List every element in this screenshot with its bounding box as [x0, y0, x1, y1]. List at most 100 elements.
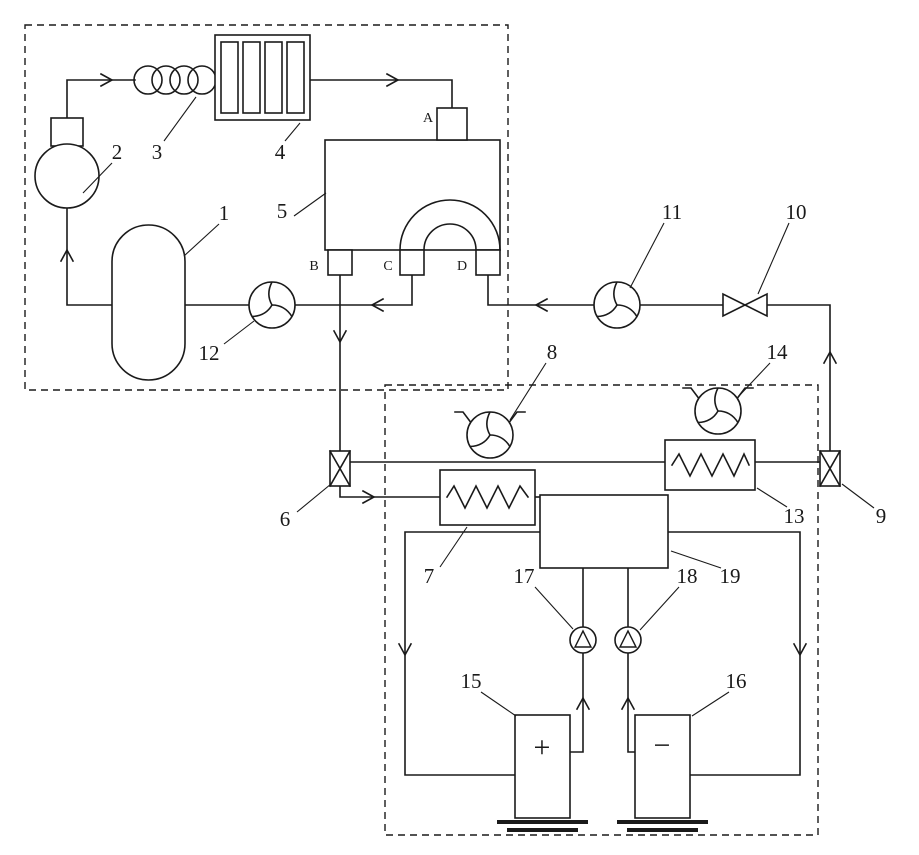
compressor-head: [50, 117, 84, 147]
leader-12: [223, 320, 255, 345]
electrode-tank-15-body: [514, 714, 571, 819]
accumulator-tank: [111, 224, 186, 381]
component-labels: 1 2 3 4 5 6 7 8 9 10 11 12 13 14 15 16 1…: [112, 140, 887, 693]
heat-exchanger-13-coil: [670, 452, 751, 478]
negative-sign: −: [654, 729, 671, 762]
flow-arrow-up: [575, 696, 591, 711]
flow-arrow-right: [99, 72, 114, 88]
leader-10: [757, 222, 790, 295]
pump-17: [569, 626, 597, 654]
label-17: 17: [514, 564, 535, 588]
flow-arrow-up: [59, 248, 75, 263]
leader-16: [691, 691, 730, 717]
flow-arrow-right: [385, 72, 400, 88]
electrode-tank-negative-16: −: [617, 714, 708, 832]
fan-14-bracket-left: [682, 387, 702, 402]
heat-exchanger-13: [664, 439, 756, 491]
leader-9: [841, 483, 875, 509]
leader-15: [480, 691, 517, 717]
fan-12: [248, 281, 296, 329]
label-18: 18: [677, 564, 698, 588]
leader-4: [284, 122, 301, 142]
pipe-port-d-to-valve9: [487, 274, 831, 452]
label-6: 6: [280, 507, 291, 531]
fan-8: [454, 411, 526, 459]
label-14: 14: [767, 340, 789, 364]
pipe-pump17-to-tank15: [569, 652, 584, 753]
outdoor-unit-boundary: [24, 24, 509, 391]
leader-18: [639, 586, 680, 631]
port-d-label: D: [457, 259, 467, 274]
flow-arrow-right: [361, 489, 376, 505]
flow-arrow-down: [397, 642, 413, 657]
leader-17: [534, 586, 574, 630]
leader-19: [670, 550, 722, 569]
label-11: 11: [662, 200, 682, 224]
heat-exchanger-7: [439, 469, 536, 526]
label-10: 10: [786, 200, 807, 224]
electrode-tank-positive-15: +: [497, 714, 588, 832]
label-16: 16: [726, 669, 747, 693]
flow-arrow-down: [332, 329, 348, 344]
label-1: 1: [219, 201, 230, 225]
compressor: [34, 117, 100, 209]
flow-arrows: [59, 72, 838, 711]
flow-arrow-up: [620, 696, 636, 711]
label-5: 5: [277, 199, 288, 223]
fan-11: [593, 281, 641, 329]
four-way-valve-body: [324, 139, 501, 251]
electrolyte-tank-19: [539, 494, 669, 569]
heat-exchanger-13-body: [664, 439, 756, 491]
coil-loop: [187, 65, 217, 95]
flow-arrow-left: [370, 297, 385, 313]
pipe-filter-to-port-a: [309, 79, 453, 109]
port-c: [399, 249, 425, 276]
coil-loop: [169, 65, 199, 95]
label-12: 12: [199, 341, 220, 365]
valve-arch-inner: [423, 223, 477, 251]
leader-5: [293, 192, 327, 217]
port-a-label: A: [423, 111, 434, 126]
leader-6: [296, 483, 332, 513]
electrode-tank-16-body: [634, 714, 691, 819]
shutoff-valve-10: [722, 292, 768, 318]
compressor-body: [34, 143, 100, 209]
leader-11: [629, 222, 665, 289]
filter-plate: [242, 41, 261, 114]
expansion-valve-6: [328, 449, 352, 488]
port-d: [475, 249, 501, 276]
fan-8-bracket-left: [454, 411, 474, 426]
positive-sign: +: [534, 731, 551, 764]
leader-13: [756, 487, 788, 508]
coil-loop: [151, 65, 181, 95]
valve-9-cross: [818, 449, 842, 488]
leader-8: [509, 362, 547, 421]
muffler-coil: [133, 65, 217, 95]
heat-exchanger-7-coil: [445, 484, 530, 510]
label-13: 13: [784, 504, 805, 528]
valve-arch-outer: [399, 199, 501, 251]
label-8: 8: [547, 340, 558, 364]
expansion-valve-9: [818, 449, 842, 488]
pipe-valve6-to-hx7: [339, 485, 441, 498]
label-4: 4: [275, 140, 286, 164]
port-b: [327, 249, 353, 276]
valve-triangle-right: [743, 292, 768, 318]
fan-8-bracket-right: [506, 411, 526, 426]
label-9: 9: [876, 504, 887, 528]
label-3: 3: [152, 140, 163, 164]
pipe-pump18-to-tank16: [627, 652, 636, 753]
flow-arrow-up: [822, 350, 838, 365]
flow-arrow-left: [534, 297, 549, 313]
label-15: 15: [461, 669, 482, 693]
filter-plate: [220, 41, 239, 114]
leader-14: [737, 362, 771, 398]
four-way-valve: A B C D: [309, 107, 501, 276]
flow-arrow-down: [792, 642, 808, 657]
filter-plate: [286, 41, 305, 114]
leader-lines: [82, 96, 875, 717]
electrolysis-unit-boundary: [384, 384, 819, 836]
heat-exchanger-7-body: [439, 469, 536, 526]
pipe-port-c-to-tank: [184, 274, 413, 306]
